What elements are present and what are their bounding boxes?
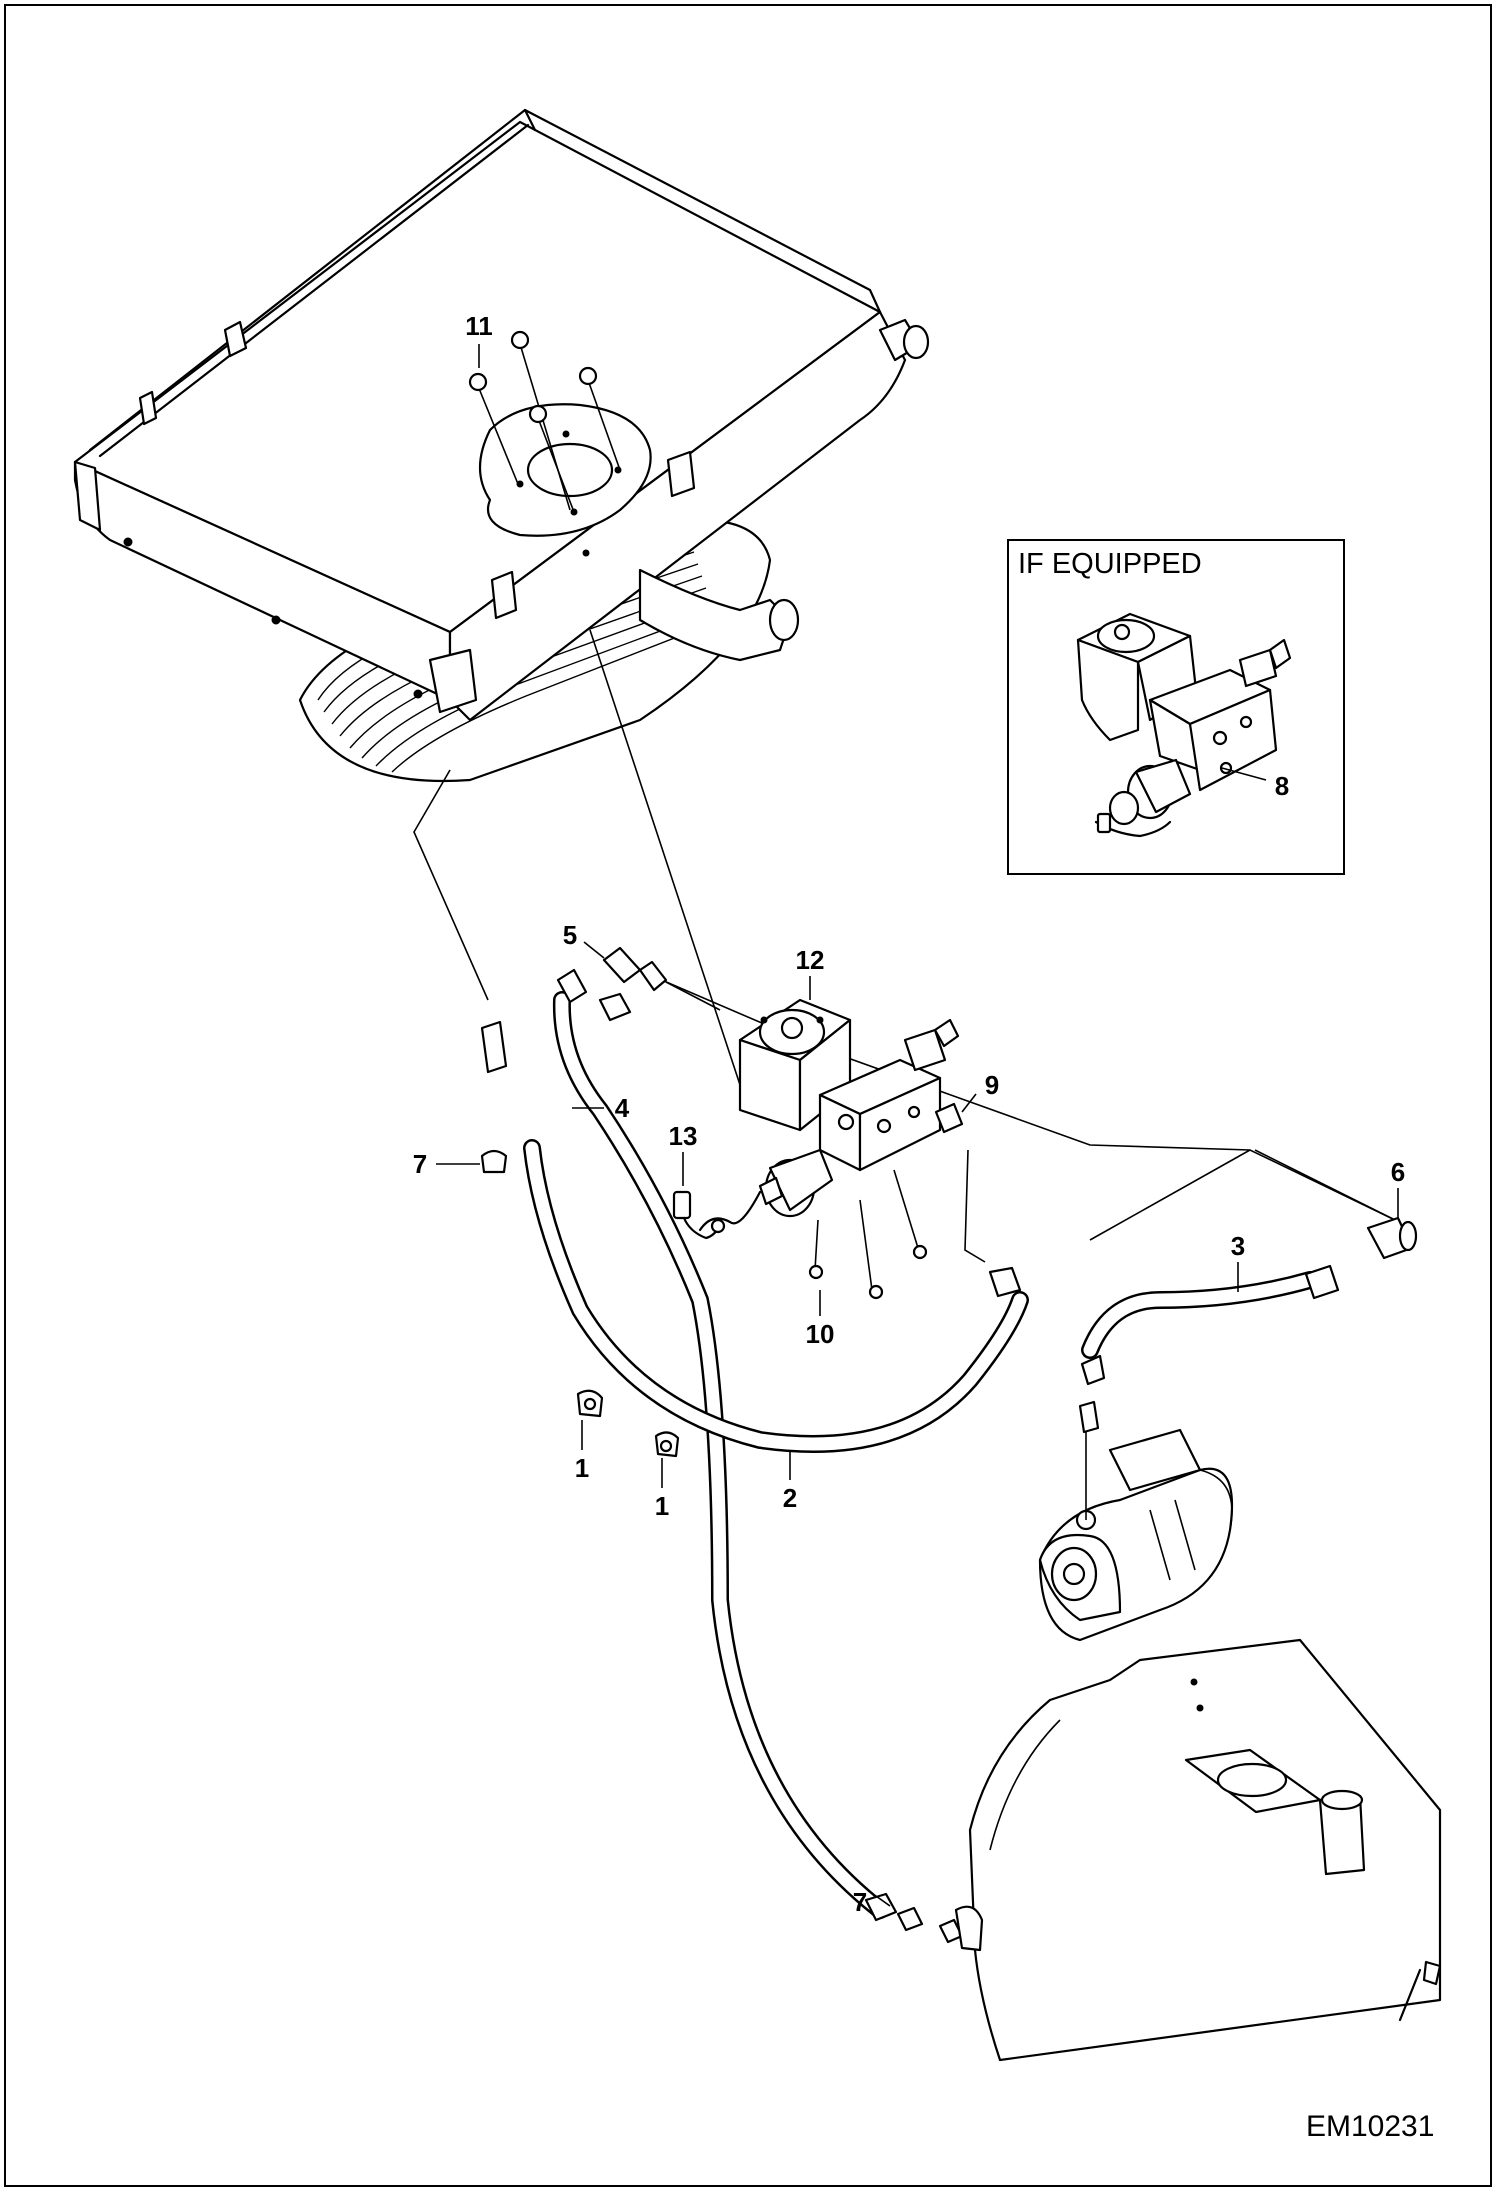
callout-2: 2	[782, 1483, 798, 1513]
callout-10: 10	[805, 1319, 835, 1349]
callout-4: 4	[614, 1093, 630, 1123]
hoses	[480, 968, 1340, 1944]
callout-5: 5	[562, 920, 578, 950]
callout-8: 8	[1274, 771, 1290, 801]
callout-3: 3	[1230, 1231, 1246, 1261]
callout-1-right: 1	[654, 1491, 670, 1521]
mounting-nuts	[468, 330, 621, 513]
fitting-5	[602, 946, 721, 1011]
oil-cooler-assembly	[73, 108, 930, 782]
callout-7-upper: 7	[412, 1149, 428, 1179]
callout-9: 9	[984, 1070, 1000, 1100]
valve-motor-assembly	[672, 998, 964, 1300]
fitting-6	[1366, 1216, 1418, 1260]
inset-title: IF EQUIPPED	[1018, 548, 1202, 580]
callout-1-left: 1	[574, 1453, 590, 1483]
callout-6: 6	[1390, 1157, 1406, 1187]
clamps-and-grommets	[480, 1149, 680, 1458]
hydrostatic-pump	[1038, 1400, 1234, 1642]
callout-7-lower: 7	[852, 1887, 868, 1917]
callout-11: 11	[465, 311, 493, 341]
hydraulic-tank	[954, 1638, 1442, 2062]
inset-if-equipped	[1007, 539, 1345, 875]
document-id: EM10231	[1306, 2110, 1435, 2143]
callout-12: 12	[795, 945, 825, 975]
callout-13: 13	[668, 1121, 698, 1151]
